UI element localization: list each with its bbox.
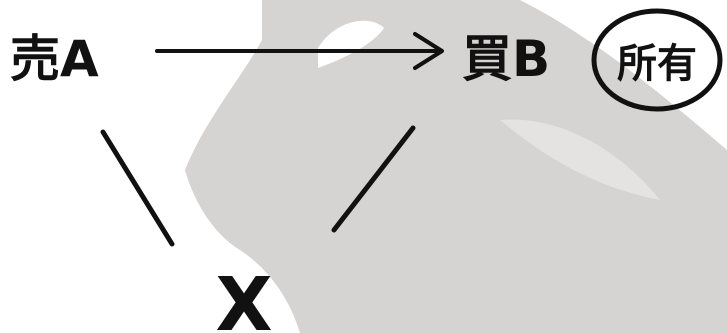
ownership-badge-text: 所有 bbox=[617, 41, 697, 87]
seller-label: 売A bbox=[10, 30, 99, 88]
third-party-label: X bbox=[215, 262, 272, 333]
left-diagonal-line bbox=[103, 132, 172, 244]
buyer-label: 買B bbox=[462, 30, 550, 88]
